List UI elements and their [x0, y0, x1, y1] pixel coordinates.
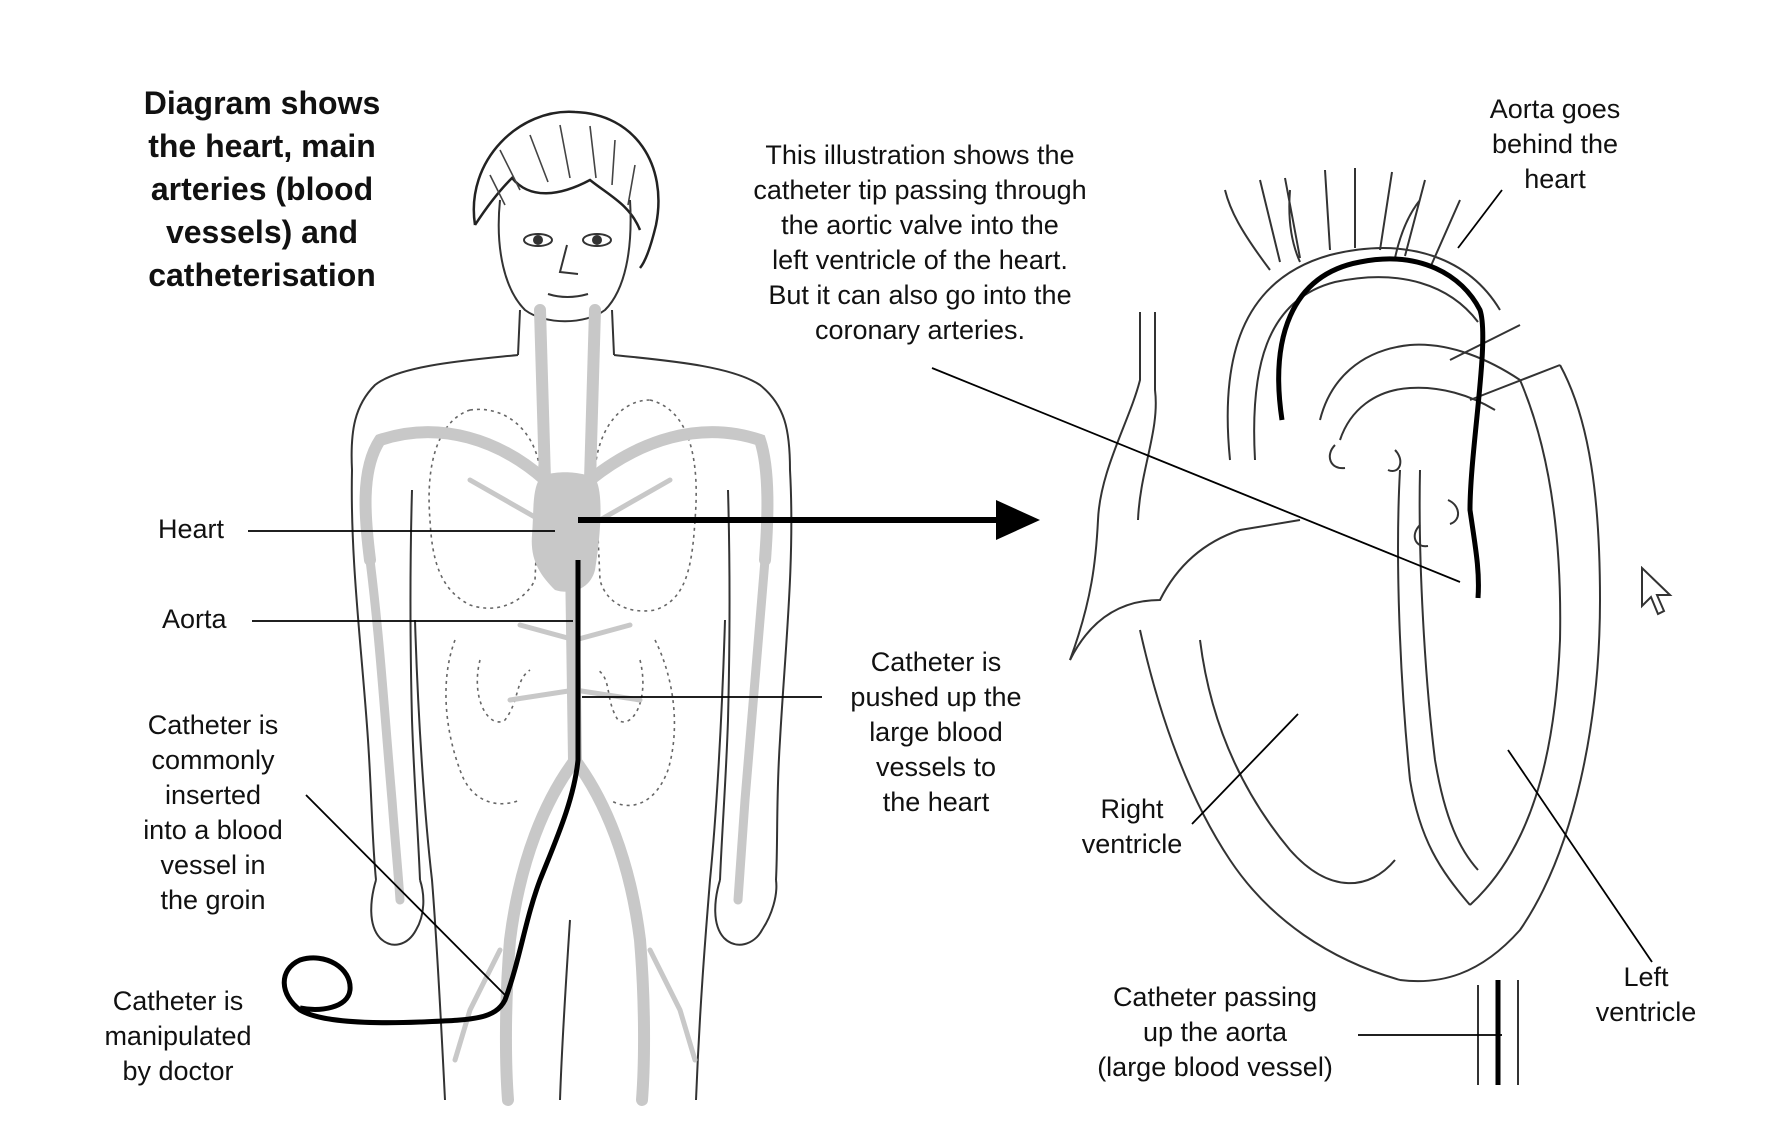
vena-cava: [1069, 312, 1157, 661]
left-hand: [370, 879, 425, 946]
iliac-right: [569, 754, 651, 1106]
hair: [472, 110, 660, 269]
heart-label: Heart: [158, 514, 225, 544]
right-hand: [714, 879, 778, 946]
catheter-line-body: [281, 660, 581, 1026]
subclavian-left: [359, 426, 551, 566]
human-figure: [350, 110, 793, 1101]
leader-lines-left: [248, 530, 822, 996]
left-lung: [428, 408, 541, 609]
left-ventricle-label: Left ventricle: [1595, 962, 1697, 1027]
arch-branches: [1224, 168, 1461, 271]
aorta-behind-label: Aorta goes behind the heart: [1489, 94, 1621, 194]
catheter-manipulated-label: Catheter is manipulated by doctor: [104, 986, 252, 1086]
right-ventricle-inner: [1199, 639, 1396, 885]
arm-artery-left: [365, 555, 405, 905]
illustration-note: This illustration shows the catheter tip…: [753, 140, 1087, 345]
left-ventricle-wall: [1399, 364, 1602, 983]
illustration-leader: [931, 367, 1461, 583]
right-ventricle-leader: [1191, 713, 1299, 825]
arm-artery-right: [733, 555, 770, 905]
catheter-line-detail: [1276, 256, 1501, 1085]
nose: [558, 244, 579, 275]
aortic-arch: [1226, 247, 1501, 461]
torso-outline: [350, 354, 791, 471]
leg-branches: [452, 947, 698, 1063]
descending-aorta: [565, 553, 582, 767]
catheter-passing-label: Catheter passing up the aorta (large blo…: [1097, 982, 1333, 1082]
leader-lines-right: [931, 189, 1653, 1036]
head-outline: [497, 199, 632, 323]
pulmonary-trunk: [1319, 324, 1561, 441]
right-lung: [594, 399, 697, 612]
neck: [517, 309, 615, 356]
iliac-left: [499, 754, 581, 1106]
subclavian-right: [584, 426, 774, 566]
catheter-inserted-label: Catheter is commonly inserted into a blo…: [143, 710, 283, 915]
heart-shape: [531, 472, 601, 592]
left-eye: [523, 233, 553, 247]
diagram-title: Diagram shows the heart, main arteries (…: [143, 85, 381, 293]
intestines: [445, 639, 676, 807]
left-arm: [350, 469, 421, 881]
mouth: [547, 293, 589, 298]
right-heart-wall: [1069, 519, 1401, 981]
aorta-behind-leader: [1457, 189, 1503, 249]
aortic-valves: [1328, 444, 1459, 548]
detail-arrow: [578, 500, 1040, 540]
aorta-label: Aorta: [162, 604, 227, 634]
mouse-pointer-icon: [1641, 566, 1673, 616]
internal-organs: [428, 399, 697, 807]
heart-detail: [1069, 168, 1602, 1085]
branch-arteries: [467, 477, 673, 703]
right-eye: [582, 233, 612, 247]
legs: [414, 619, 726, 1101]
catheter-pushed-label: Catheter is pushed up the large blood ve…: [850, 647, 1022, 817]
septum: [1397, 469, 1479, 906]
left-ventricle-leader: [1507, 749, 1653, 963]
right-ventricle-label: Right ventricle: [1081, 794, 1183, 859]
groin-leader: [305, 794, 506, 996]
hair-strands: [489, 124, 636, 206]
right-arm: [719, 469, 793, 881]
carotid-arteries: [534, 304, 601, 486]
